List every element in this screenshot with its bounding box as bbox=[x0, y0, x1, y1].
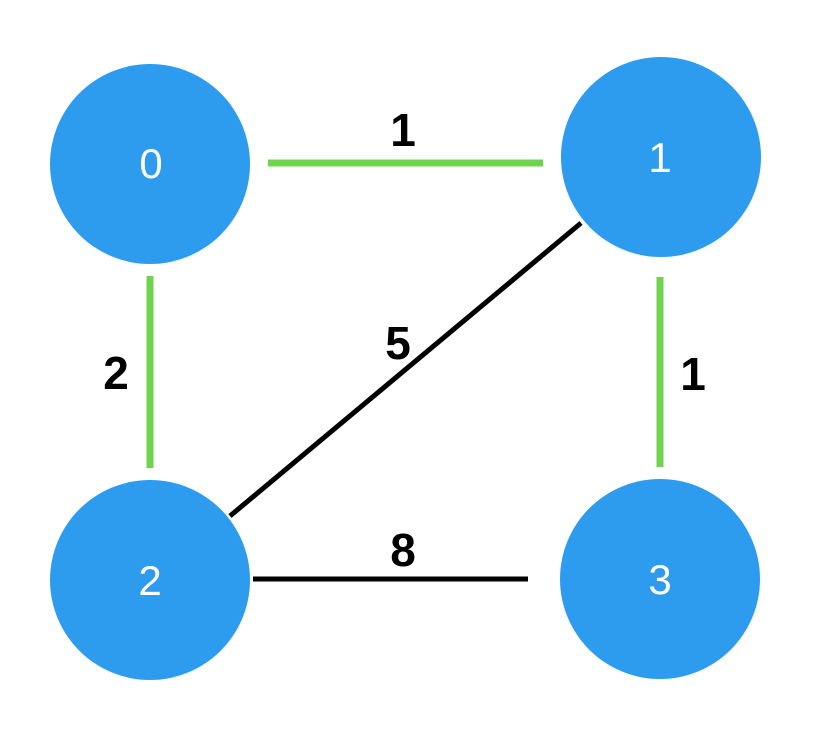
node-2-label: 2 bbox=[138, 557, 161, 604]
node-3-label: 3 bbox=[648, 556, 671, 603]
edge-1-3-weight-label: 1 bbox=[680, 348, 706, 400]
edge-2-3-weight-label: 8 bbox=[390, 524, 416, 576]
node-3 bbox=[560, 479, 760, 679]
edge-0-2-weight-label: 2 bbox=[103, 347, 129, 399]
node-1 bbox=[561, 57, 761, 257]
node-2 bbox=[50, 480, 250, 680]
edge-0-1-weight-label: 1 bbox=[390, 104, 416, 156]
node-0 bbox=[50, 64, 250, 264]
edge-1-2 bbox=[228, 221, 583, 518]
edge-1-2-weight-label: 5 bbox=[385, 317, 411, 369]
node-0-label: 0 bbox=[139, 140, 162, 187]
node-1-label: 1 bbox=[648, 134, 671, 181]
